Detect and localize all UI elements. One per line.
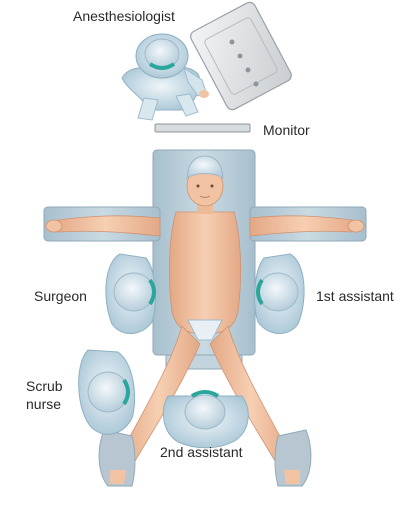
label-monitor: Monitor xyxy=(263,122,310,138)
label-scrub-line2: nurse xyxy=(26,396,62,412)
monitor-bar xyxy=(154,123,251,133)
label-anesthesiologist: Anesthesiologist xyxy=(73,8,175,24)
first-assistant-figure xyxy=(254,253,305,334)
patient-figure xyxy=(45,155,365,487)
anesthesia-machine xyxy=(190,1,292,111)
scrub-nurse-figure xyxy=(78,349,136,435)
label-first-assistant: 1st assistant xyxy=(316,288,394,304)
surgeon-figure xyxy=(105,253,156,334)
label-second-assistant: 2nd assistant xyxy=(160,444,243,460)
anesthesiologist-figure xyxy=(121,33,209,121)
label-surgeon: Surgeon xyxy=(34,288,87,304)
second-assistant-figure xyxy=(162,390,249,449)
label-scrub-line1: Scrub xyxy=(26,378,63,394)
label-scrub-nurse: Scrub nurse xyxy=(26,377,63,413)
